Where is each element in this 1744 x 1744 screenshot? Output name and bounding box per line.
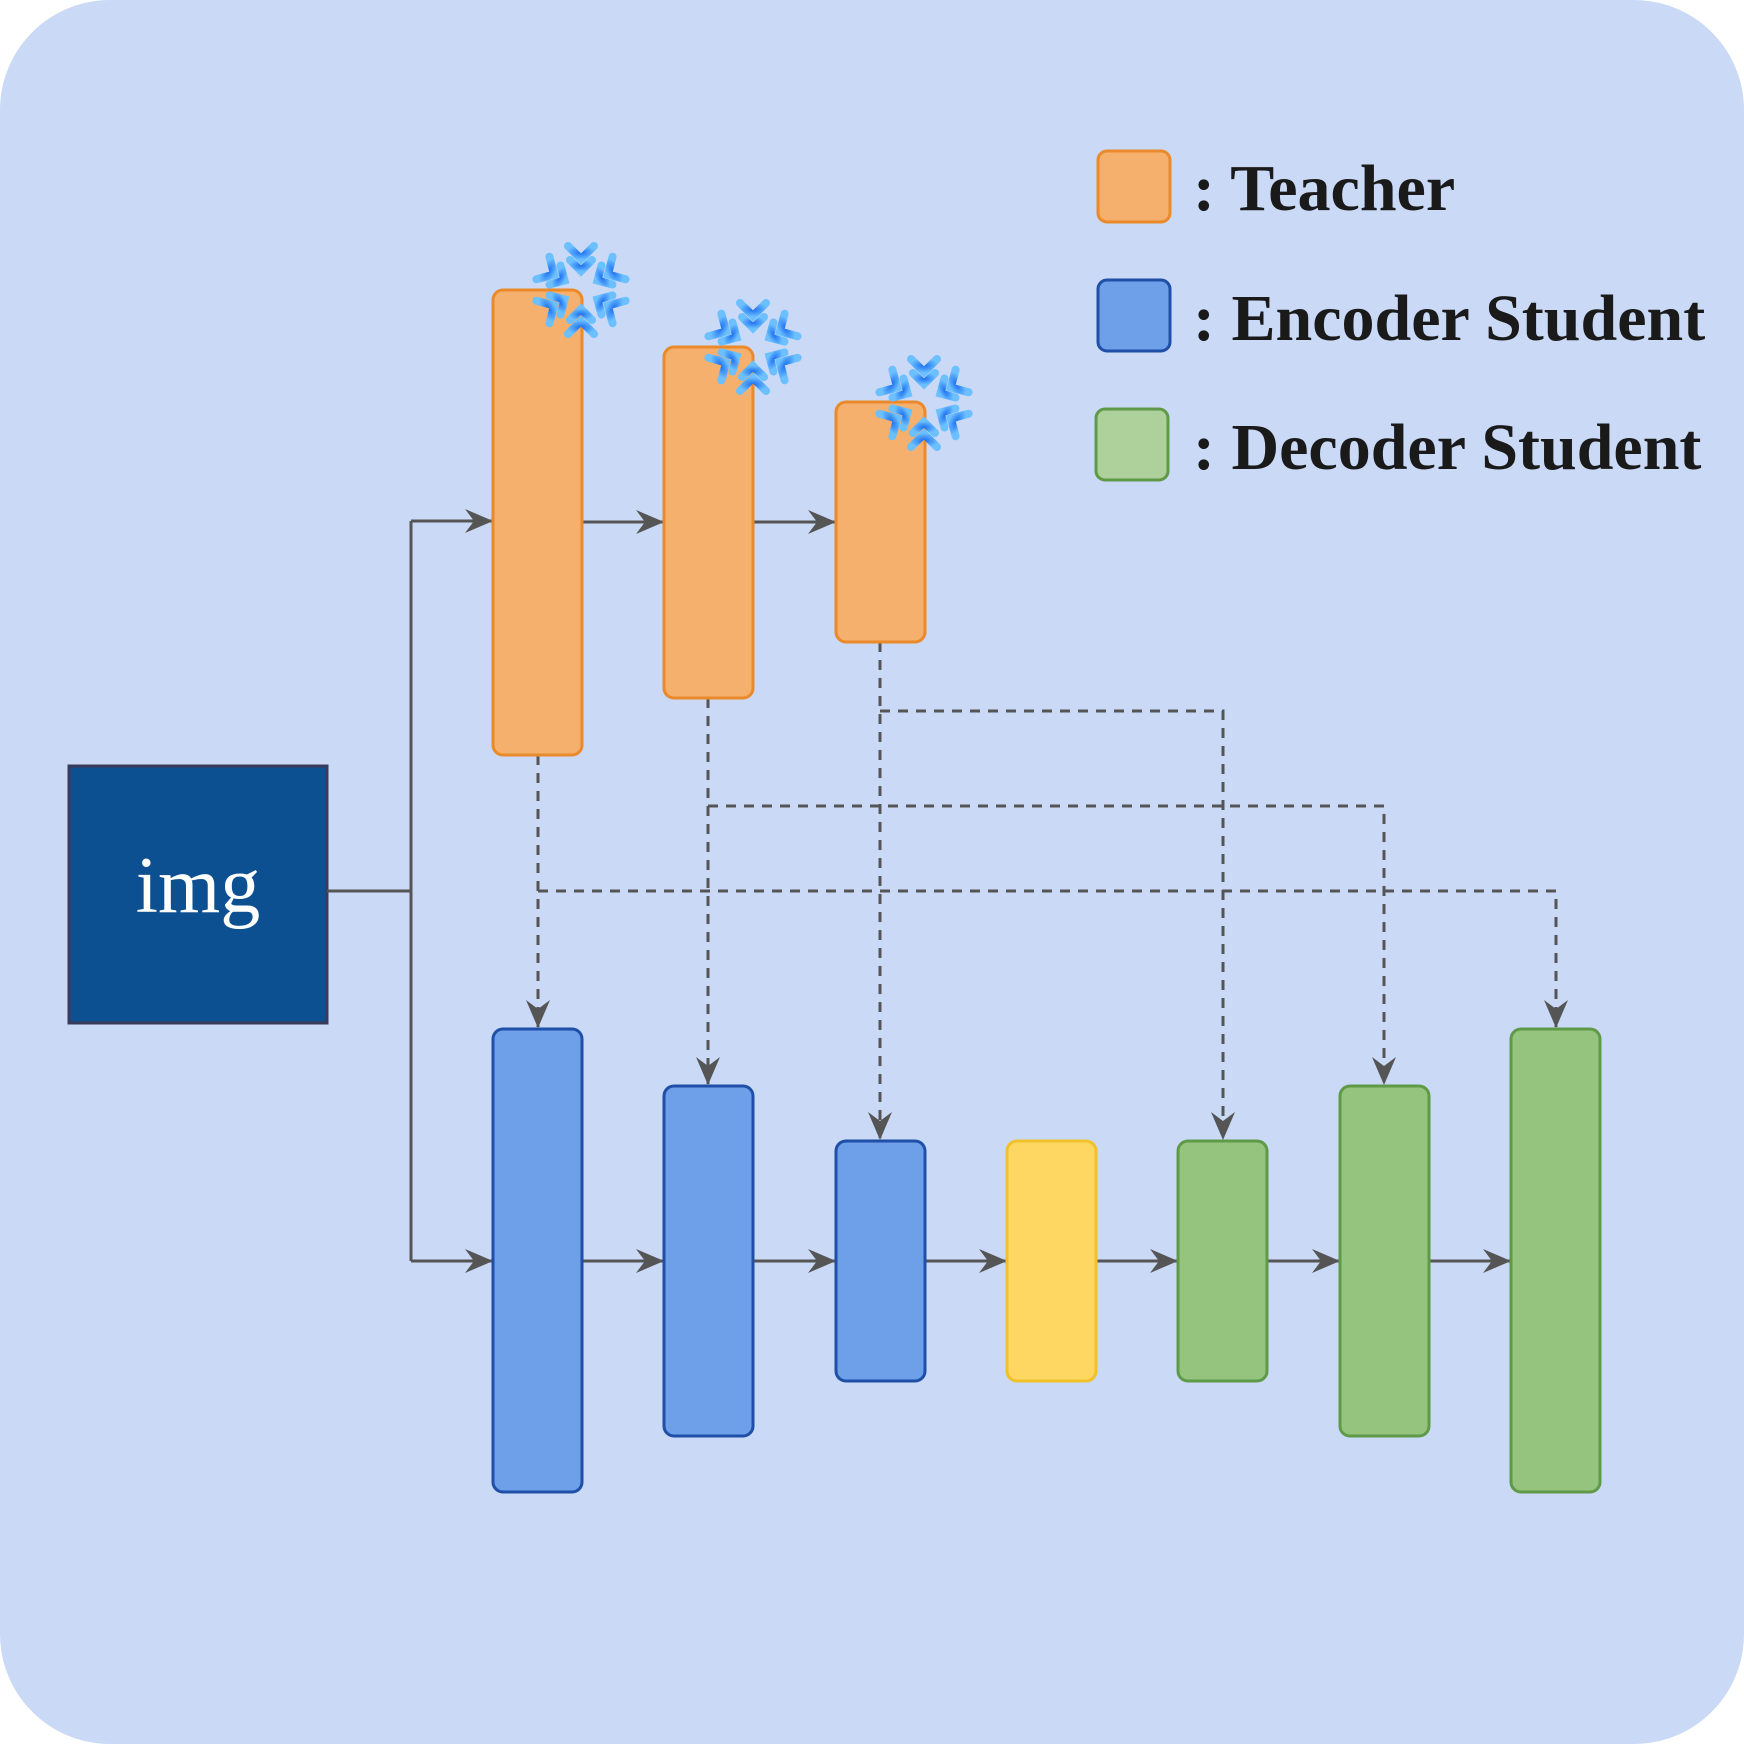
input-connectors bbox=[327, 509, 493, 1273]
encoder-block-1 bbox=[491, 1027, 584, 1494]
distillation-links bbox=[526, 642, 1568, 1140]
legend-swatch-teacher bbox=[1096, 149, 1172, 224]
legend: : Teacher : Encoder Student : Decoder St… bbox=[1094, 149, 1705, 484]
link-teacher1-decoder3 bbox=[538, 889, 1568, 1028]
decoder-student-blocks bbox=[1176, 1027, 1602, 1494]
legend-label-encoder-student: : Encoder Student bbox=[1193, 282, 1705, 355]
encoder-student-blocks bbox=[491, 1027, 927, 1494]
decoder-block-3 bbox=[1509, 1027, 1602, 1494]
teacher-blocks bbox=[491, 288, 927, 757]
decoder-block-2 bbox=[1338, 1084, 1431, 1438]
input-box bbox=[67, 764, 329, 1025]
encoder-block-3 bbox=[834, 1139, 927, 1383]
link-teacher2-decoder2 bbox=[708, 804, 1396, 1085]
input-label: img bbox=[136, 842, 260, 930]
link-teacher3-decoder1 bbox=[880, 709, 1235, 1140]
legend-swatch-encoder-student bbox=[1096, 278, 1172, 353]
legend-item-teacher: : Teacher bbox=[1096, 149, 1455, 225]
input-block: img bbox=[67, 764, 329, 1025]
legend-label-teacher: : Teacher bbox=[1193, 152, 1455, 225]
legend-item-decoder-student: : Decoder Student bbox=[1094, 407, 1701, 484]
teacher-block-3 bbox=[834, 400, 927, 644]
bottleneck-block bbox=[1005, 1139, 1098, 1383]
encoder-block-2 bbox=[662, 1084, 755, 1438]
legend-item-encoder-student: : Encoder Student bbox=[1096, 278, 1705, 355]
legend-swatch-decoder-student bbox=[1094, 407, 1170, 482]
legend-label-decoder-student: : Decoder Student bbox=[1193, 411, 1701, 484]
teacher-block-1 bbox=[491, 288, 584, 757]
teacher-block-2 bbox=[662, 345, 755, 700]
decoder-block-1 bbox=[1176, 1139, 1269, 1383]
